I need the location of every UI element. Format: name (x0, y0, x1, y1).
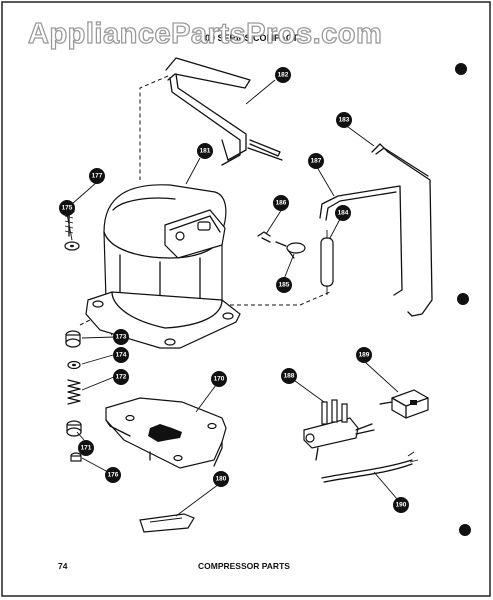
svg-text:173: 173 (116, 334, 127, 341)
callout-190: 190 (393, 497, 409, 513)
callout-170: 170 (211, 371, 227, 387)
punch-hole-bottom (459, 524, 471, 536)
callout-186: 186 (273, 195, 289, 211)
part-173-grommet (65, 330, 81, 348)
part-180-pad (139, 513, 195, 533)
callout-177: 177 (89, 168, 105, 184)
header-text: 100 SERIES COMPACT (200, 33, 298, 43)
svg-text:183: 183 (339, 117, 350, 124)
part-188-relay (303, 399, 375, 461)
part-172-spring (67, 379, 81, 405)
callout-181: 181 (197, 143, 213, 159)
watermark: AppliancePartsPros.com (28, 18, 382, 50)
callout-182: 182 (275, 67, 291, 83)
callout-172: 172 (113, 369, 129, 385)
part-182-tube-assembly (165, 57, 283, 166)
page-number: 74 (58, 561, 68, 571)
part-190-wire (321, 451, 419, 483)
svg-text:185: 185 (279, 282, 290, 289)
punch-hole-top (455, 63, 467, 75)
svg-text:187: 187 (311, 158, 322, 165)
callout-176: 176 (105, 467, 121, 483)
svg-text:176: 176 (108, 472, 119, 479)
part-170-mounting-plate (105, 397, 227, 469)
callout-184: 184 (335, 205, 351, 221)
callout-189: 189 (356, 347, 372, 363)
part-174-washer (67, 360, 81, 370)
svg-text:177: 177 (92, 173, 103, 180)
punch-hole-middle (457, 293, 469, 305)
svg-text:188: 188 (284, 373, 295, 380)
part-185-grommet (275, 241, 306, 259)
callout-174: 174 (113, 347, 129, 363)
page-title: COMPRESSOR PARTS (198, 561, 290, 571)
callout-175: 175 (59, 200, 75, 216)
callout-173: 173 (113, 329, 129, 345)
svg-text:171: 171 (81, 445, 92, 452)
svg-text:190: 190 (396, 502, 407, 509)
svg-text:172: 172 (116, 374, 127, 381)
svg-text:184: 184 (338, 210, 349, 217)
callout-188: 188 (281, 368, 297, 384)
callout-171: 171 (78, 440, 94, 456)
part-186-clip (257, 231, 271, 243)
callout-183: 183 (336, 112, 352, 128)
callout-180: 180 (213, 471, 229, 487)
part-187-tube (319, 185, 403, 296)
callout-185: 185 (276, 277, 292, 293)
part-189-connector (379, 389, 429, 419)
svg-text:174: 174 (116, 352, 127, 359)
part-183-tube (371, 143, 433, 317)
part-176-nut (70, 452, 82, 462)
svg-text:170: 170 (214, 376, 225, 383)
svg-text:180: 180 (216, 476, 227, 483)
part-181-compressor (85, 184, 241, 349)
callout-187: 187 (308, 153, 324, 169)
svg-text:175: 175 (62, 205, 73, 212)
svg-text:186: 186 (276, 200, 287, 207)
svg-text:181: 181 (200, 148, 211, 155)
part-175-washer (64, 241, 80, 251)
leader-lines (66, 79, 399, 517)
svg-text:182: 182 (278, 72, 289, 79)
svg-text:189: 189 (359, 352, 370, 359)
part-184-drier (320, 230, 334, 295)
part-171-grommet (66, 420, 82, 437)
